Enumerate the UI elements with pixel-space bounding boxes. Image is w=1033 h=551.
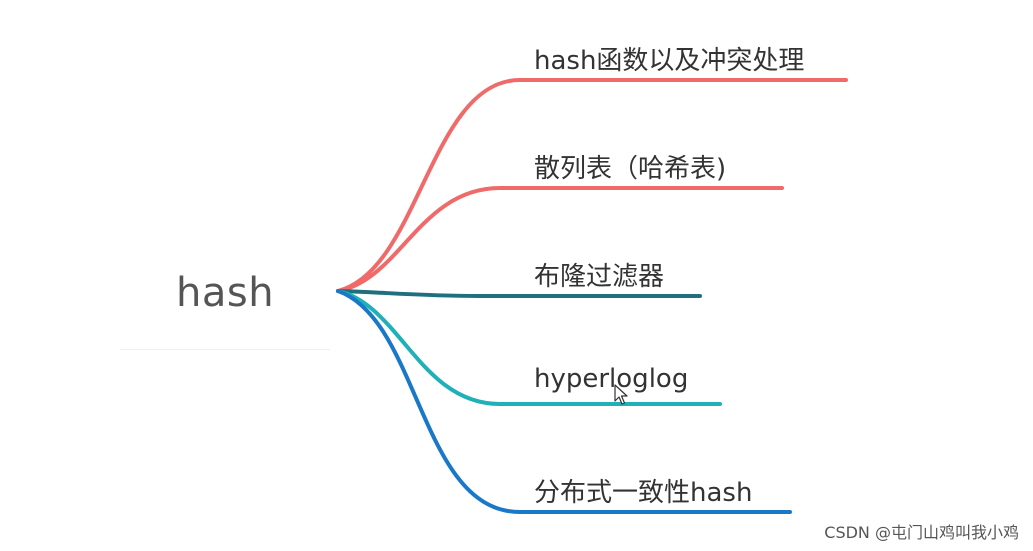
branch-label-bloom-filter: 布隆过滤器: [534, 262, 665, 292]
branch-connector-hyperloglog: [336, 289, 722, 406]
root-node-label: hash: [176, 270, 275, 316]
branch-label-hyperloglog: hyperloglog: [534, 364, 689, 394]
branch-label-hash-functions: hash函数以及冲突处理: [534, 46, 805, 76]
branch-label-hash-table: 散列表（哈希表): [534, 154, 727, 184]
branch-label-consistent-hash: 分布式一致性hash: [534, 478, 753, 508]
branch-connector-bloom-filter: [336, 289, 702, 298]
branch-connector-consistent-hash: [336, 289, 792, 514]
branch-connector-hash-functions: [336, 78, 848, 293]
watermark: CSDN @屯门山鸡叫我小鸡: [824, 523, 1019, 542]
root-node-divider: [120, 349, 330, 350]
branch-connector-hash-table: [336, 186, 784, 293]
mouse-pointer-icon: [614, 384, 628, 405]
